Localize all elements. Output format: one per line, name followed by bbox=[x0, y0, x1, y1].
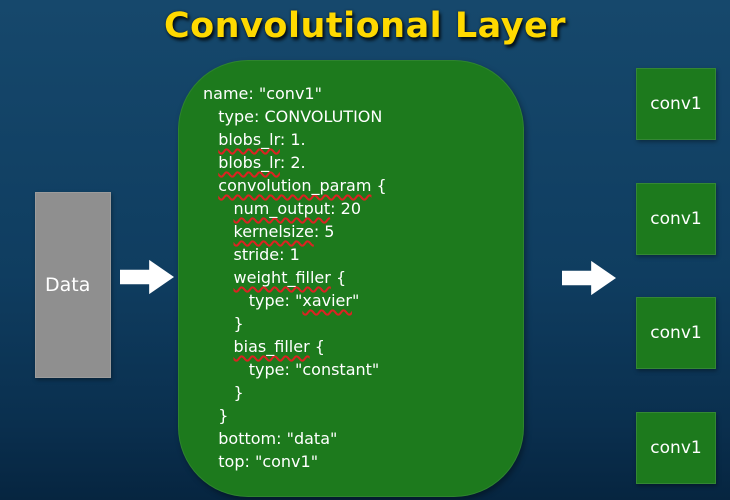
output-column: conv1 conv1 conv1 conv1 bbox=[636, 68, 716, 484]
code-text bbox=[203, 130, 218, 149]
code-line: convolution_param { bbox=[203, 174, 523, 197]
code-line: blobs_lr: 2. bbox=[203, 151, 523, 174]
output-box: conv1 bbox=[636, 411, 716, 484]
output-box-label: conv1 bbox=[650, 94, 702, 114]
output-box-label: conv1 bbox=[650, 208, 702, 229]
code-text: } bbox=[203, 314, 244, 333]
code-text: top: "conv1" bbox=[203, 452, 319, 471]
code-line: type: "xavier" bbox=[203, 289, 523, 312]
code-text: : 5 bbox=[313, 222, 335, 241]
code-text bbox=[203, 153, 218, 172]
code-text: : 20 bbox=[330, 199, 361, 218]
output-box: conv1 bbox=[636, 297, 716, 370]
output-box: conv1 bbox=[636, 68, 716, 140]
code-line: top: "conv1" bbox=[203, 450, 523, 473]
code-text bbox=[203, 199, 234, 218]
code-text: bottom: "data" bbox=[203, 429, 338, 448]
code-block: name: "conv1" type: CONVOLUTION blobs_lr… bbox=[179, 61, 523, 473]
code-text: } bbox=[203, 383, 244, 402]
output-box-label: conv1 bbox=[650, 437, 702, 458]
code-text: : 1. bbox=[279, 130, 306, 149]
arrow-right-icon bbox=[120, 259, 174, 295]
output-box: conv1 bbox=[636, 182, 716, 255]
code-line: kernelsize: 5 bbox=[203, 220, 523, 243]
code-line: } bbox=[203, 381, 523, 404]
code-text: { bbox=[330, 268, 347, 287]
arrow-right-icon bbox=[562, 260, 616, 296]
code-text bbox=[203, 222, 234, 241]
code-text: { bbox=[309, 337, 325, 356]
code-text: name: "conv1" bbox=[203, 84, 322, 103]
code-line: } bbox=[203, 404, 523, 427]
code-line: num_output: 20 bbox=[203, 197, 523, 220]
misspelled-token: bias_filler bbox=[233, 337, 310, 356]
misspelled-token: blobs_lr bbox=[218, 130, 280, 149]
code-text: " bbox=[351, 291, 360, 310]
misspelled-token: xavier bbox=[302, 291, 352, 310]
code-line: name: "conv1" bbox=[203, 82, 523, 105]
code-line: } bbox=[203, 312, 523, 335]
misspelled-token: weight_filler bbox=[233, 268, 331, 287]
data-input-box: Data bbox=[35, 192, 111, 378]
code-text bbox=[203, 268, 234, 287]
code-line: bias_filler { bbox=[203, 335, 523, 358]
code-line: bottom: "data" bbox=[203, 427, 523, 450]
code-text: { bbox=[371, 176, 387, 195]
code-text: type: " bbox=[203, 291, 303, 310]
misspelled-token: kernelsize bbox=[233, 222, 314, 241]
data-input-label: Data bbox=[45, 274, 91, 296]
misspelled-token: convolution_param bbox=[218, 176, 372, 195]
code-text: : 2. bbox=[279, 153, 306, 172]
code-text: type: CONVOLUTION bbox=[203, 107, 383, 126]
code-line: blobs_lr: 1. bbox=[203, 128, 523, 151]
misspelled-token: num_output bbox=[233, 199, 331, 218]
code-text bbox=[203, 337, 234, 356]
output-box-label: conv1 bbox=[650, 323, 702, 344]
code-text: } bbox=[203, 406, 229, 425]
code-line: stride: 1 bbox=[203, 243, 523, 266]
code-line: type: CONVOLUTION bbox=[203, 105, 523, 128]
misspelled-token: blobs_lr bbox=[218, 153, 280, 172]
slide-title: Convolutional Layer bbox=[163, 6, 567, 46]
conv-layer-definition-box: name: "conv1" type: CONVOLUTION blobs_lr… bbox=[178, 60, 524, 497]
code-text bbox=[203, 176, 218, 195]
code-line: weight_filler { bbox=[203, 266, 523, 289]
code-text: type: "constant" bbox=[203, 360, 380, 379]
code-text: stride: 1 bbox=[203, 245, 300, 264]
code-line: type: "constant" bbox=[203, 358, 523, 381]
